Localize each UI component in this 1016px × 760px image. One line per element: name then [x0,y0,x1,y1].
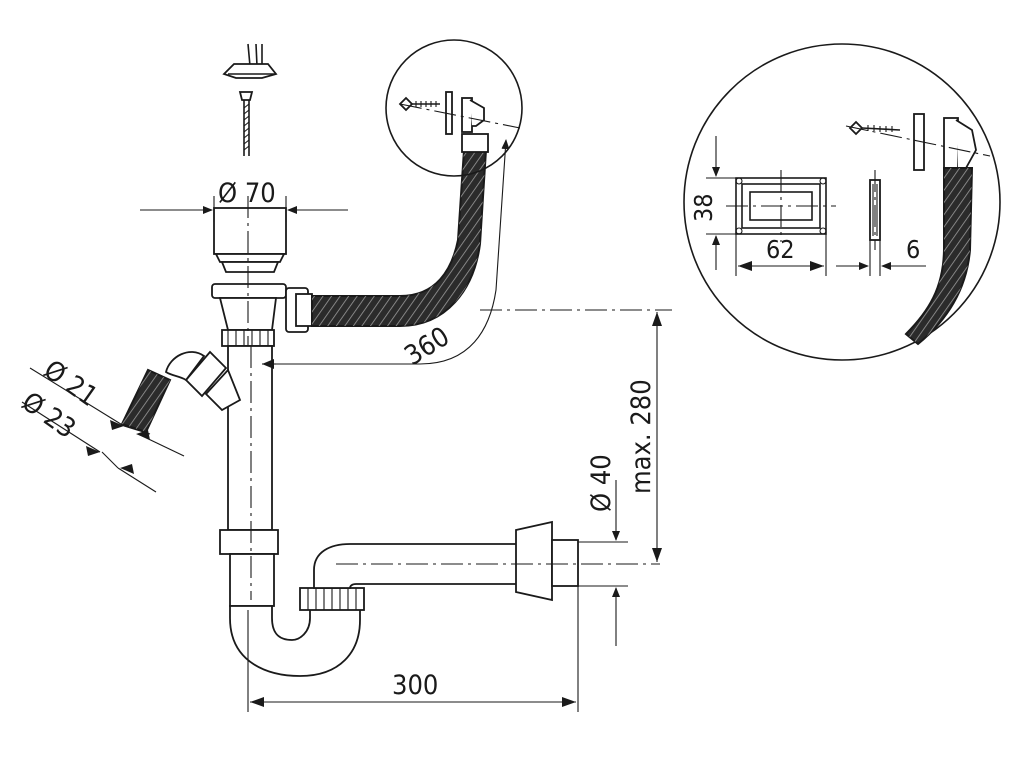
dim-height-label: max. 280 [626,379,657,494]
dim-outlet-diameter-label: Ø 40 [586,454,617,512]
overflow-frame-front [726,170,836,242]
dim-overflow-height: 38 [689,136,736,270]
overflow-frame-side [869,170,881,250]
side-inlet [120,350,242,434]
dim-overflow-width-label: 62 [766,235,795,264]
overflow-hose [285,133,489,333]
dim-height: max. 280 [480,309,672,562]
dim-overflow-width: 62 [735,234,827,276]
trap-bend [229,520,660,677]
dim-overflow-height-label: 38 [689,193,718,222]
overflow-screw-assembly [845,113,991,171]
detail-circle-small [385,39,523,177]
dim-outlet-diameter: Ø 40 [578,454,628,646]
dim-width: 300 [247,586,579,712]
dim-width-label: 300 [392,670,438,701]
vertical-pipe [219,345,279,607]
overflow-hose-detail [904,167,974,346]
dim-overflow-depth-label: 6 [906,235,920,264]
strainer-plug [222,43,278,156]
drain-body [211,196,287,350]
detail-circle-large: 38 62 6 [683,43,1001,361]
dim-drain-diameter: Ø 70 [140,178,348,222]
dim-overflow-depth: 6 [836,235,926,276]
dim-drain-diameter-label: Ø 70 [218,178,276,209]
